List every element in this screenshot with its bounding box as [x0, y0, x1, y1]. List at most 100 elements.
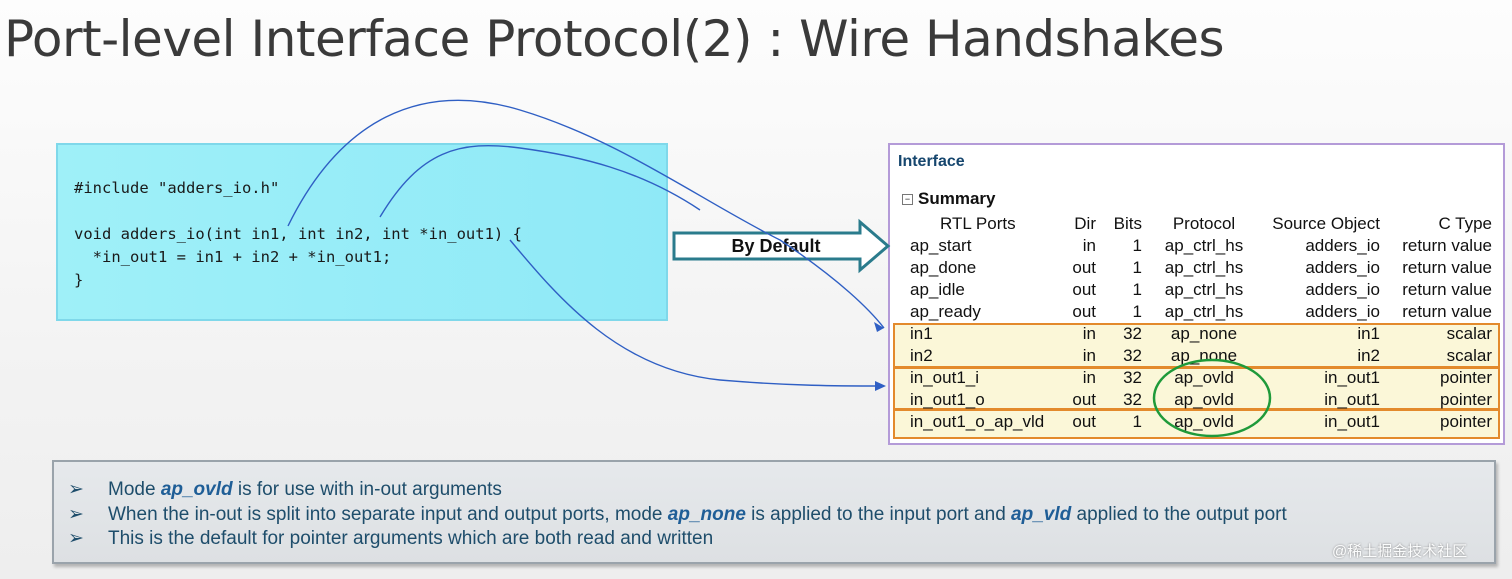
table-row: ap_start in 1 ap_ctrl_hs adders_io return val… [890, 235, 1503, 257]
table-row: ap_idle out 1 ap_ctrl_hs adders_io return val… [890, 279, 1503, 301]
note-2-text-c: applied to the output port [1071, 504, 1287, 525]
cell-source: in_out1 [1324, 390, 1380, 409]
summary-label: Summary [918, 189, 996, 208]
cell-ctype: pointer [1440, 368, 1492, 387]
note-1-keyword: ap_ovld [160, 479, 233, 500]
cell-source: adders_io [1305, 258, 1380, 277]
note-3: ➢This is the default for pointer argumen… [68, 527, 713, 550]
cell-port: ap_done [910, 258, 977, 277]
cell-bits: 1 [1132, 236, 1142, 255]
cell-port: in2 [910, 346, 933, 365]
header-dir: Dir [1074, 214, 1096, 233]
cell-bits: 32 [1123, 390, 1142, 409]
watermark: @稀土掘金技术社区 [1332, 543, 1468, 560]
cell-bits: 1 [1132, 412, 1142, 431]
cell-protocol: ap_ctrl_hs [1164, 280, 1244, 299]
arrow-inout [509, 239, 885, 387]
note-2-keyword-none: ap_none [667, 504, 746, 525]
header-c-type: C Type [1438, 214, 1492, 233]
cell-ctype: return value [1402, 236, 1492, 255]
bullet-arrow-icon: ➢ [68, 528, 84, 549]
by-default-arrow [672, 218, 891, 274]
code-line-signature: void adders_io(int in1, int in2, int *in… [74, 225, 522, 243]
cell-port: ap_idle [910, 280, 965, 299]
cell-source: in1 [1357, 324, 1380, 343]
cell-port: ap_ready [910, 302, 981, 321]
note-2-keyword-vld: ap_vld [1011, 504, 1072, 525]
cell-ctype: return value [1402, 258, 1492, 277]
cell-bits: 1 [1132, 258, 1142, 277]
cell-protocol: ap_ovld [1174, 412, 1234, 431]
table-row: in1 in 32 ap_none in1 scalar [890, 323, 1503, 345]
cell-dir: out [1072, 258, 1096, 277]
cell-protocol: ap_ctrl_hs [1164, 302, 1244, 321]
note-1-text-b: is for use with in-out arguments [232, 479, 502, 500]
by-default-label: By Default [731, 236, 820, 256]
cell-source: in2 [1357, 346, 1380, 365]
code-line-include: #include "adders_io.h" [74, 179, 280, 197]
cell-ctype: return value [1402, 302, 1492, 321]
cell-source: adders_io [1305, 280, 1380, 299]
notes-box: ➢ Mode ap_ovld is for use with in-out arg… [52, 460, 1496, 564]
cell-protocol: ap_ovld [1174, 368, 1234, 387]
table-row: ap_ready out 1 ap_ctrl_hs adders_io return va… [890, 301, 1503, 323]
cell-protocol: ap_none [1170, 324, 1238, 343]
table-row: in_out1_i in 32 ap_ovld in_out1 pointer [890, 367, 1503, 389]
header-bits: Bits [1113, 214, 1142, 233]
header-rtl-ports: RTL Ports [940, 214, 1016, 233]
code-line-body: *in_out1 = in1 + in2 + *in_out1; [74, 248, 392, 266]
highlight-inout-group [893, 367, 1500, 410]
cell-ctype: pointer [1440, 390, 1492, 409]
code-snippet: #include "adders_io.h" void adders_io(in… [56, 143, 668, 321]
cell-dir: out [1072, 302, 1096, 321]
cell-dir: out [1072, 390, 1096, 409]
table-row: ap_done out 1 ap_ctrl_hs adders_io return val… [890, 257, 1503, 279]
cell-bits: 1 [1132, 280, 1142, 299]
table-row: in_out1_o out 32 ap_ovld in_out1 pointer [890, 389, 1503, 411]
cell-protocol: ap_ovld [1174, 390, 1234, 409]
cell-port: in_out1_o_ap_vld [910, 412, 1045, 431]
note-1-text-a: Mode [108, 479, 161, 500]
cell-ctype: scalar [1446, 346, 1492, 365]
cell-dir: out [1072, 280, 1096, 299]
cell-port: in_out1_i [910, 368, 980, 387]
arrowhead-in1 [874, 322, 884, 332]
cell-bits: 32 [1123, 368, 1142, 387]
cell-bits: 32 [1123, 346, 1142, 365]
slide-title: Port-level Interface Protocol(2) : Wire … [4, 10, 1225, 68]
header-protocol: Protocol [1172, 214, 1236, 233]
cell-dir: in [1082, 324, 1096, 343]
cell-source: in_out1 [1324, 368, 1380, 387]
cell-port: in_out1_o [910, 390, 985, 409]
summary-section[interactable]: −Summary [902, 189, 995, 209]
cell-ctype: return value [1402, 280, 1492, 299]
arrow-in1 [287, 99, 885, 329]
cell-port: ap_start [910, 236, 972, 255]
cell-port: in1 [910, 324, 933, 343]
ap-ovld-circle [1152, 358, 1272, 438]
cell-dir: in [1082, 236, 1096, 255]
panel-title: Interface [898, 153, 965, 170]
cell-source: in_out1 [1324, 412, 1380, 431]
cell-protocol: ap_ctrl_hs [1164, 258, 1244, 277]
code-line-close: } [74, 271, 84, 289]
cell-source: adders_io [1305, 302, 1380, 321]
bullet-arrow-icon: ➢ [68, 479, 84, 500]
cell-dir: in [1082, 368, 1096, 387]
table-header: RTL Ports Dir Bits Protocol Source Objec… [890, 213, 1503, 235]
cell-protocol: ap_ctrl_hs [1164, 236, 1244, 255]
arrow-in2 [379, 145, 701, 218]
cell-bits: 32 [1123, 324, 1142, 343]
note-2-text-a: When the in-out is split into separate i… [108, 504, 668, 525]
cell-bits: 1 [1132, 302, 1142, 321]
cell-source: adders_io [1305, 236, 1380, 255]
cell-dir: out [1072, 412, 1096, 431]
collapse-icon[interactable]: − [902, 194, 913, 205]
cell-ctype: pointer [1440, 412, 1492, 431]
cell-ctype: scalar [1446, 324, 1492, 343]
table-row: in_out1_o_ap_vld out 1 ap_ovld in_out1 pointe… [890, 411, 1503, 433]
arrowhead-inout [875, 381, 886, 391]
note-2-text-b: is applied to the input port and [745, 504, 1012, 525]
